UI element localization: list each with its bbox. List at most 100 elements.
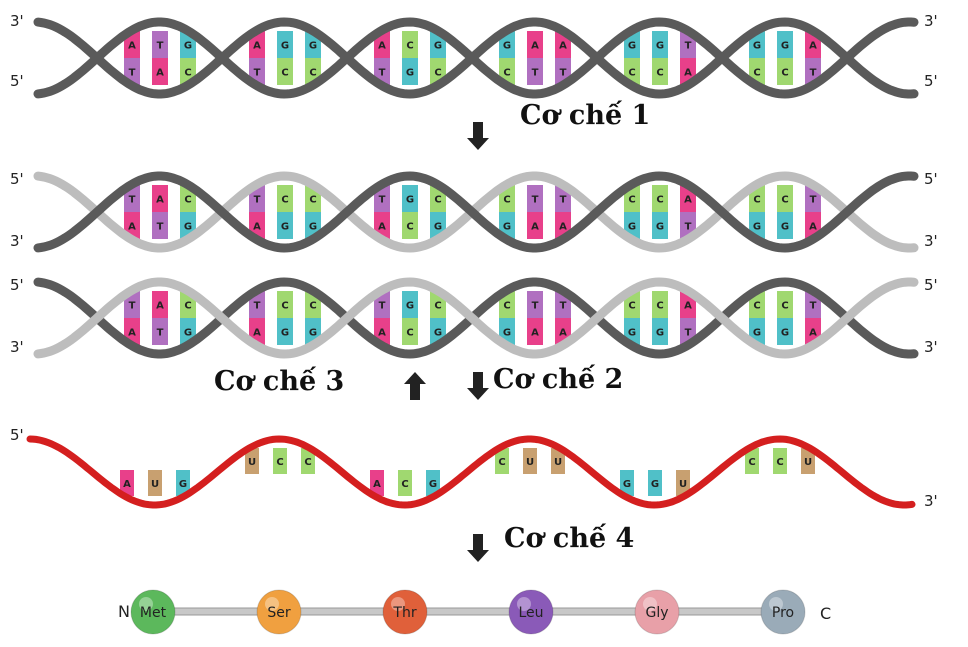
amino-acid-ball	[760, 589, 806, 635]
top-strand-triplet-block	[777, 185, 793, 212]
top-strand-triplet-block	[527, 291, 543, 318]
amino-acid-label: Gly	[645, 605, 668, 621]
top-strand-triplet-letters: TCC	[254, 301, 317, 312]
mrna-codon-letters: GGU	[623, 479, 687, 490]
mrna-codon-block	[245, 448, 259, 474]
top-strand-triplet-block	[277, 185, 293, 212]
bottom-strand-triplet-block	[402, 58, 418, 85]
helix2-left-bottom-label: 3'	[10, 232, 24, 250]
bottom-strand-triplet-letters: GGA	[753, 222, 817, 233]
helix2-right-top-label: 5'	[924, 170, 938, 188]
n-terminus-label: N	[118, 602, 130, 621]
mrna-codon-block	[745, 448, 759, 474]
dna-strand-1	[33, 171, 919, 253]
mrna-5prime-label: 5'	[10, 426, 24, 444]
top-strand-triplet-letters: AGG	[253, 41, 317, 52]
amino-acid-met: Met	[130, 589, 176, 635]
amino-acid-ball	[508, 589, 554, 635]
ball-highlight	[265, 597, 279, 611]
mrna-3prime-label: 3'	[924, 492, 938, 510]
amino-acid-pro: Pro	[760, 589, 806, 635]
mechanism-3-label: Cơ chế 3	[214, 366, 345, 397]
arrow-shaft	[473, 372, 483, 388]
bottom-strand-triplet-block	[652, 318, 668, 345]
bottom-strand-triplet-letters: GAA	[503, 222, 567, 233]
bottom-strand-triplet-block	[152, 212, 168, 239]
bottom-strand-triplet-block	[527, 58, 543, 85]
mrna-codon-block	[620, 470, 634, 496]
amino-acid-label: Ser	[267, 605, 291, 621]
top-strand-triplet-letters: ATG	[128, 41, 192, 52]
helix3-right-top-label: 5'	[924, 276, 938, 294]
ball-highlight	[643, 597, 657, 611]
ball-highlight	[517, 597, 531, 611]
top-strand-triplet-block	[652, 291, 668, 318]
mrna-codon-block	[773, 448, 787, 474]
mrna-codon-block	[398, 470, 412, 496]
helix3-right-bottom-label: 3'	[924, 338, 938, 356]
mrna-backbone	[26, 435, 916, 509]
bottom-strand-triplet-block	[277, 58, 293, 85]
dna-strand-1	[33, 277, 919, 359]
bottom-strand-triplet-letters: TGC	[379, 68, 442, 79]
arrow-down-mechanism-2	[467, 372, 489, 400]
top-strand-triplet-letters: CCA	[628, 301, 692, 312]
top-strand-triplet-block	[152, 31, 168, 58]
top-strand-triplet-letters: CTT	[503, 195, 566, 206]
amino-acid-thr: Thr	[382, 589, 428, 635]
arrow-down-mechanism-1	[467, 122, 489, 150]
mechanism-1-label: Cơ chế 1	[520, 100, 651, 131]
top-strand-triplet-block	[277, 291, 293, 318]
arrow-shaft	[473, 122, 483, 138]
top-strand-triplet-block	[527, 185, 543, 212]
amino-acid-ser: Ser	[256, 589, 302, 635]
peptide-backbone	[149, 607, 791, 616]
amino-acid-gly: Gly	[634, 589, 680, 635]
helix1-left-bottom-label: 5'	[10, 72, 24, 90]
amino-acid-label: Pro	[772, 605, 794, 621]
mrna-codon-letters: CUU	[498, 457, 562, 468]
top-strand-triplet-letters: TAC	[129, 301, 192, 312]
mrna-codon-letters: CCU	[748, 457, 812, 468]
bottom-strand-triplet-block	[777, 318, 793, 345]
dna-strand-2	[33, 17, 919, 99]
amino-acid-ball	[130, 589, 176, 635]
mrna-codon-block	[120, 470, 134, 496]
top-strand-triplet-letters: CCA	[628, 195, 692, 206]
arrow-shaft	[410, 384, 420, 400]
bottom-strand-triplet-letters: GGT	[628, 328, 692, 339]
ball-highlight	[391, 597, 405, 611]
mrna-codon-block	[370, 470, 384, 496]
bottom-strand-triplet-letters: ACG	[378, 222, 442, 233]
top-strand-triplet-letters: ACG	[378, 41, 442, 52]
top-strand-triplet-block	[777, 291, 793, 318]
bottom-strand-triplet-letters: GGA	[753, 328, 817, 339]
amino-acid-label: Met	[140, 605, 167, 621]
mechanism-2-label: Cơ chế 2	[493, 364, 624, 395]
top-strand-triplet-letters: TCC	[254, 195, 317, 206]
bottom-strand-triplet-letters: GAA	[503, 328, 567, 339]
top-strand-triplet-letters: CTT	[503, 301, 566, 312]
bottom-strand-triplet-block	[527, 212, 543, 239]
bottom-strand-triplet-letters: AGG	[253, 222, 317, 233]
top-strand-triplet-block	[652, 31, 668, 58]
bottom-strand-triplet-letters: TAC	[129, 68, 192, 79]
bottom-strand-triplet-block	[152, 318, 168, 345]
bottom-strand-triplet-letters: ATG	[128, 222, 192, 233]
bottom-strand-triplet-letters: GGT	[628, 222, 692, 233]
helix3-left-bottom-label: 3'	[10, 338, 24, 356]
mrna-codon-block	[648, 470, 662, 496]
bottom-strand-triplet-block	[277, 212, 293, 239]
dna-strand-1	[33, 17, 919, 99]
top-strand-triplet-letters: CCT	[753, 301, 816, 312]
top-strand-triplet-block	[277, 31, 293, 58]
bottom-strand-triplet-block	[402, 212, 418, 239]
mechanism-4-label: Cơ chế 4	[504, 523, 635, 554]
mrna-codon-block	[523, 448, 537, 474]
bottom-strand-triplet-letters: CCT	[753, 68, 816, 79]
